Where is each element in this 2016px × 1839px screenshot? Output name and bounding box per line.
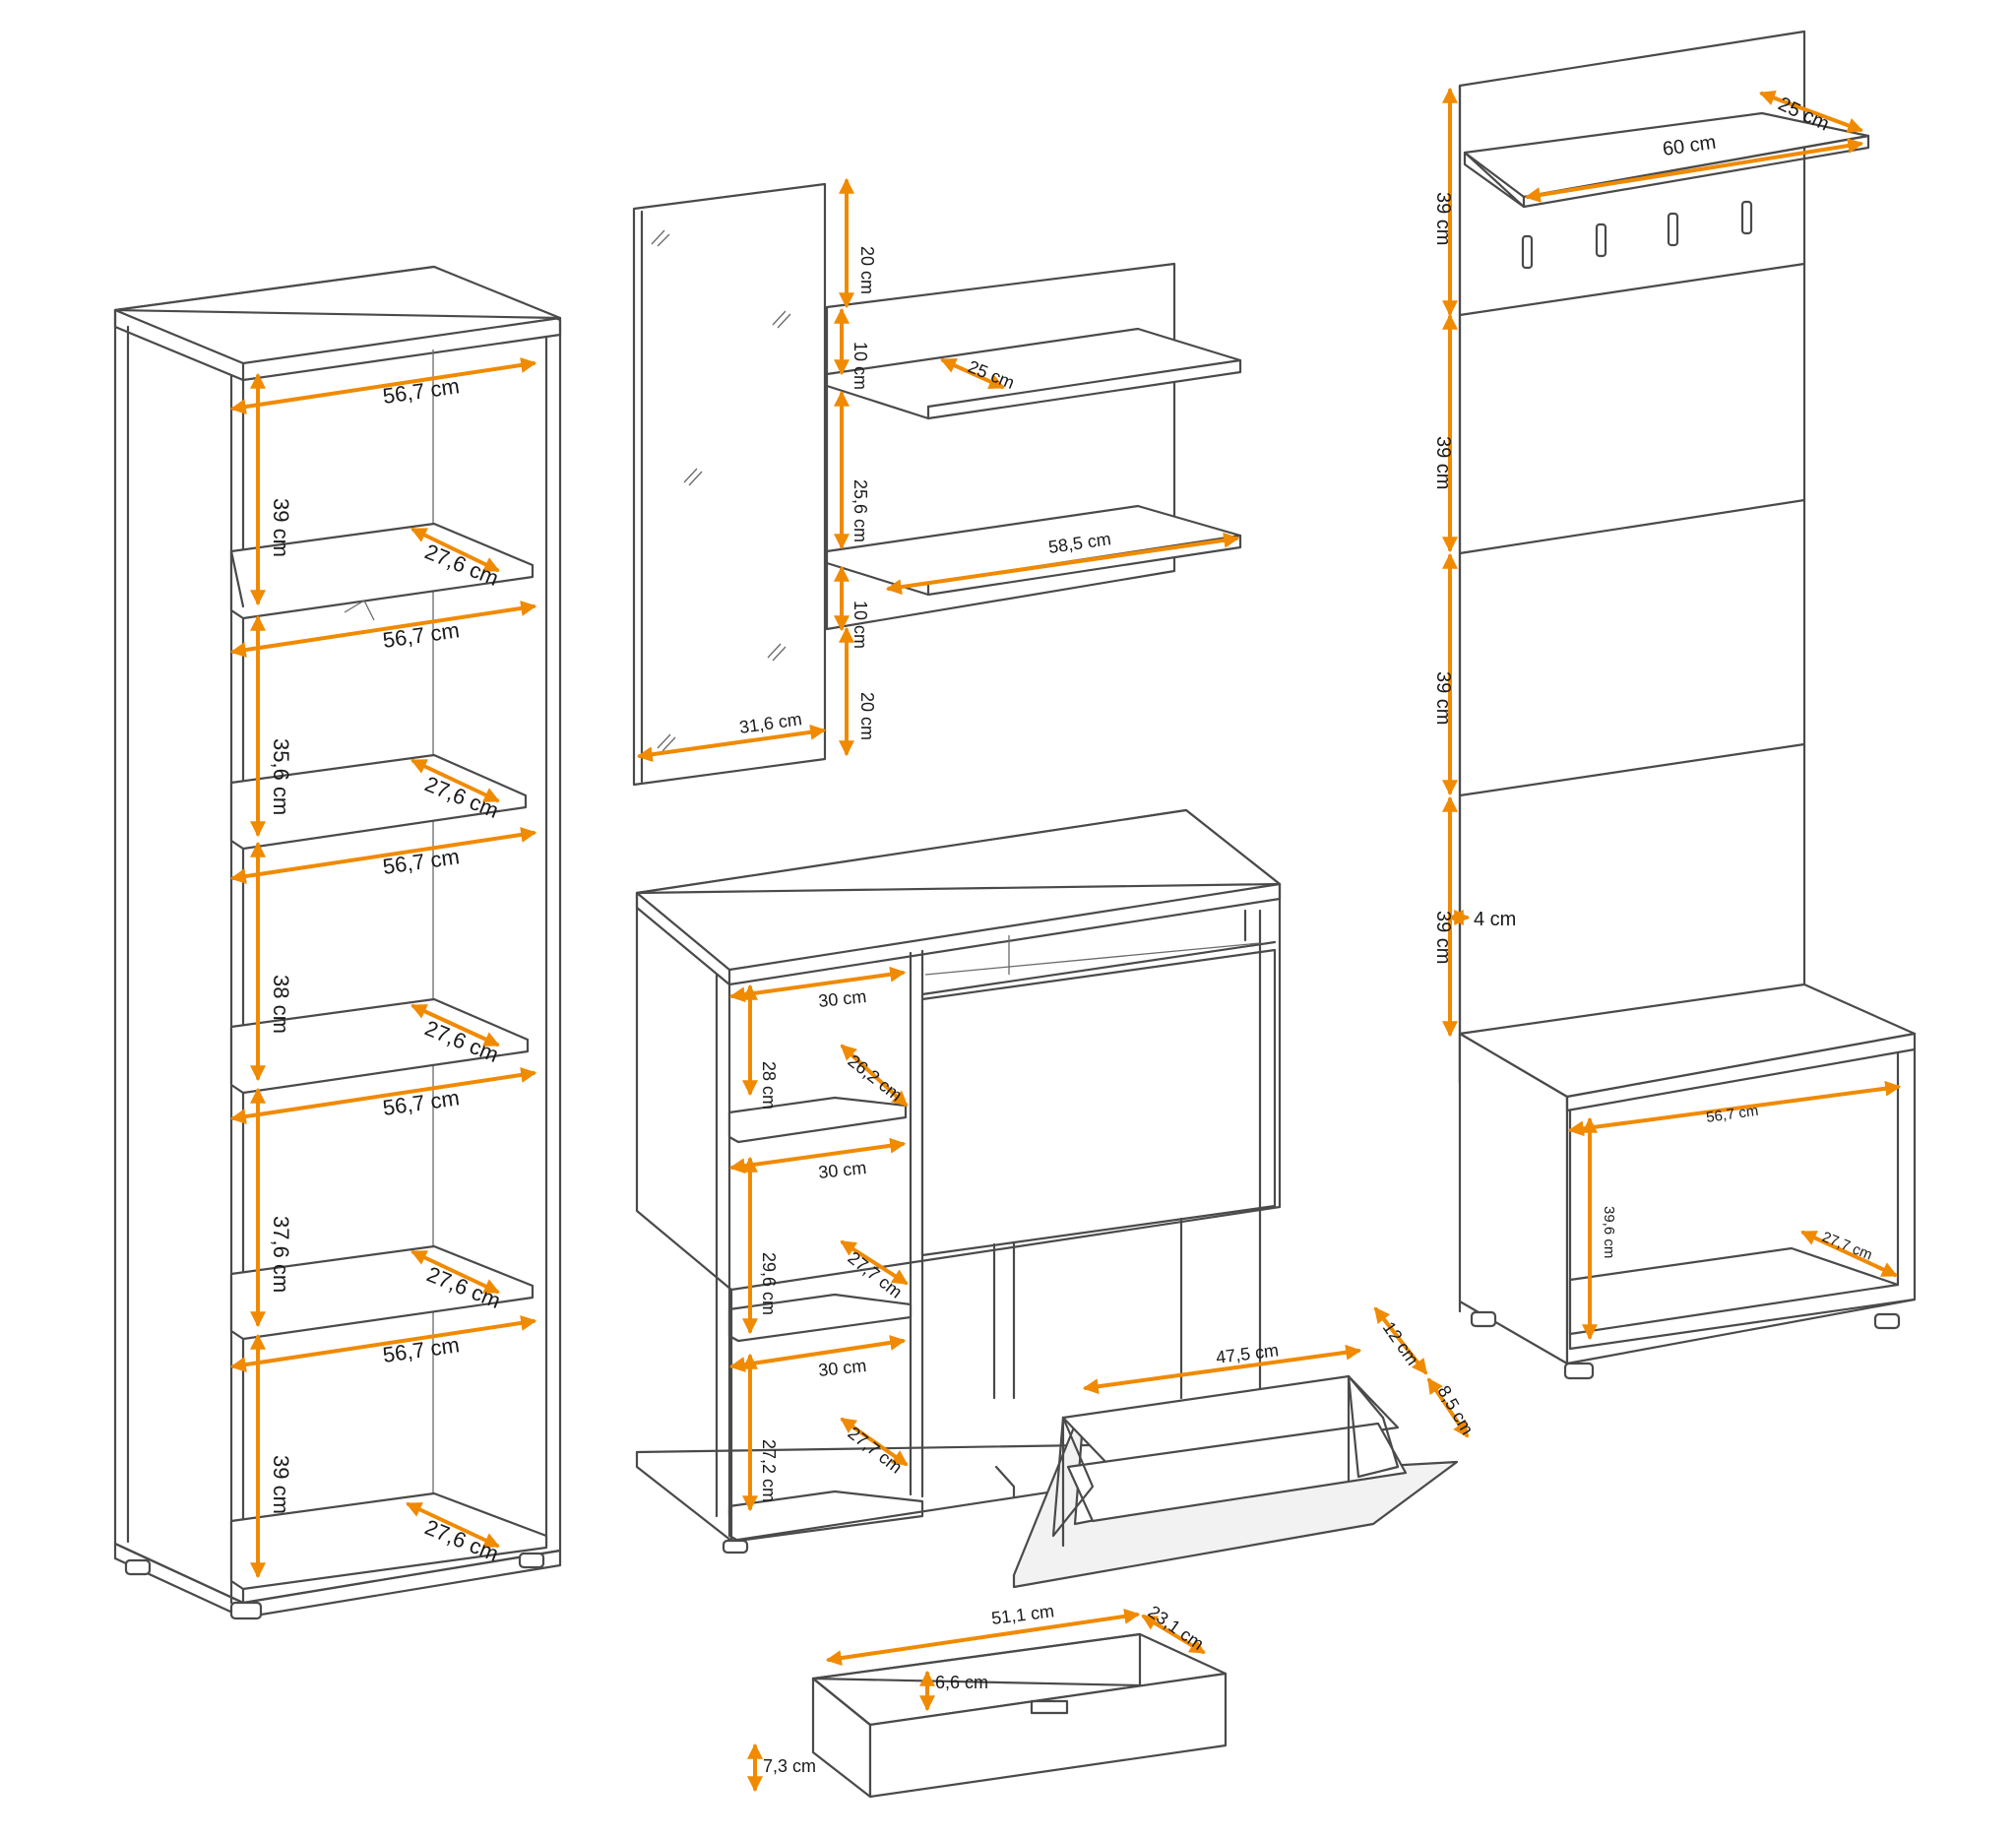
dim-line-cab-depth-2	[840, 1240, 909, 1285]
dim-line-wall-shelf-depth	[940, 357, 1005, 390]
dim-label-wall-gap-lower: 10 cm	[850, 601, 870, 649]
dimension-lines	[229, 87, 1902, 1793]
dim-line-tall-shelf-depth-2	[410, 759, 500, 802]
dim-line-drawer-width	[825, 1608, 1141, 1667]
dim-line-mirror-width	[636, 724, 827, 763]
dim-label-tall-shelf-height-1: 39 cm	[269, 498, 293, 557]
dim-label-wall-gap-upper: 10 cm	[850, 342, 870, 390]
dim-line-tall-shelf-depth-1	[410, 528, 500, 572]
dim-line-cab-depth-3	[840, 1418, 909, 1466]
dim-line-tall-shelf-depth-3	[410, 1004, 500, 1046]
drawer	[811, 1632, 1228, 1799]
tall-bookcase	[113, 265, 562, 1620]
dim-label-cab-width-3: 30 cm	[817, 1356, 867, 1380]
dim-label-drawer-width: 51,1 cm	[990, 1601, 1055, 1628]
dim-line-shoe-depth-bottom	[1427, 1377, 1469, 1438]
dim-label-wall-top-gap: 20 cm	[857, 246, 877, 294]
dim-line-hall-shelf-width	[1524, 138, 1864, 203]
dim-label-wall-shelf-spacing: 25,6 cm	[850, 479, 870, 542]
dim-line-tall-shelf-width-3	[229, 826, 537, 885]
dim-label-tall-shelf-height-5: 39 cm	[269, 1455, 293, 1514]
mirror	[632, 182, 827, 787]
dim-label-panel-thickness: 4 cm	[1474, 909, 1516, 930]
dim-label-cab-height-1: 28 cm	[759, 1061, 779, 1110]
wall-shelf	[825, 262, 1242, 631]
dim-line-tall-shelf-width-4	[229, 1066, 537, 1125]
dim-label-tall-shelf-height-4: 37,6 cm	[269, 1216, 293, 1293]
dim-line-hall-shelf-depth	[1758, 90, 1864, 134]
dim-label-cab-height-2: 29,6 cm	[759, 1252, 779, 1315]
dim-line-drawer-depth	[1141, 1615, 1206, 1654]
dim-label-panel-height-4: 39 cm	[1432, 911, 1454, 964]
dim-label-drawer-inner-height: 6,6 cm	[935, 1673, 988, 1692]
dim-label-drawer-outer-height: 7,3 cm	[763, 1756, 816, 1776]
dim-line-cab-width-1	[728, 966, 907, 1003]
dim-line-tall-shelf-depth-4	[410, 1250, 500, 1294]
hall-stand	[1458, 30, 1917, 1380]
dim-line-tall-shelf-width-5	[229, 1314, 537, 1373]
dim-label-cab-depth-3: 27,7 cm	[845, 1423, 907, 1477]
dim-label-panel-height-2: 39 cm	[1432, 436, 1454, 489]
dim-label-bench-height: 39,6 cm	[1601, 1206, 1617, 1258]
dim-line-cab-width-3	[728, 1334, 907, 1373]
dim-line-cab-depth-1	[840, 1044, 909, 1108]
dim-label-tall-shelf-height-3: 38 cm	[269, 975, 293, 1034]
dim-line-bench-width	[1567, 1080, 1902, 1137]
dim-line-shoe-width	[1082, 1344, 1362, 1395]
dim-line-wall-shelf-width	[885, 532, 1240, 596]
dim-line-tall-shelf-depth-5	[406, 1502, 500, 1548]
dim-line-tall-shelf-width-1	[229, 356, 537, 415]
shoe-flap	[994, 1374, 1459, 1589]
coat-hooks	[1521, 200, 1753, 270]
dim-label-wall-bottom-gap: 20 cm	[857, 692, 877, 740]
dim-label-panel-height-3: 39 cm	[1432, 671, 1454, 725]
dim-label-panel-height-1: 39 cm	[1432, 192, 1454, 245]
dim-line-bench-depth	[1800, 1231, 1898, 1277]
dim-label-cab-height-3: 27,2 cm	[759, 1439, 779, 1502]
dim-line-tall-shelf-width-2	[229, 600, 537, 659]
dim-label-shoe-depth-top: 12 cm	[1379, 1318, 1423, 1369]
dim-line-cab-width-2	[728, 1137, 907, 1174]
dim-label-tall-shelf-height-2: 35,6 cm	[269, 738, 293, 815]
dim-line-shoe-depth-top	[1374, 1306, 1427, 1375]
dim-label-shoe-depth-bottom: 8,5 cm	[1434, 1382, 1478, 1438]
